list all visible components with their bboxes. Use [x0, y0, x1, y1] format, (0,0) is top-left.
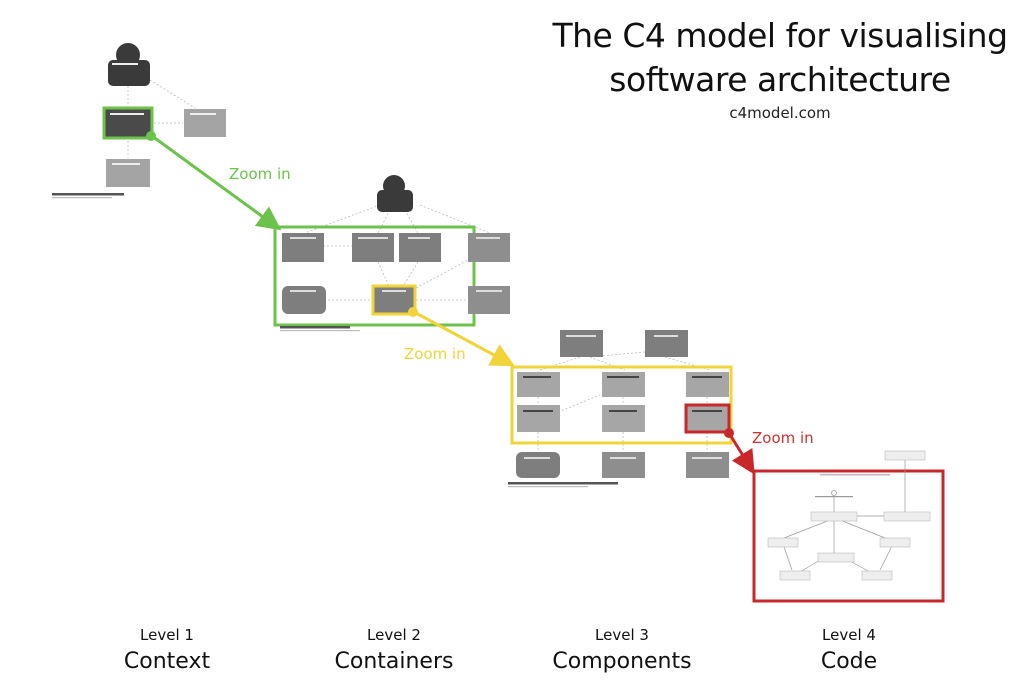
code-diagram-caption [820, 474, 890, 476]
context-caption-detail [52, 197, 112, 199]
code-diagram [752, 450, 945, 603]
title-line-2: software architecture [609, 60, 951, 99]
class-mainframe-banking-system-facade-impl [810, 511, 858, 522]
zoom-label-green: Zoom in [229, 165, 291, 183]
zoom-label-red: Zoom in [752, 429, 814, 447]
level-number: Level 2 [367, 626, 421, 644]
components-caption [508, 482, 618, 485]
node-mainframe-banking-system-facade[interactable] [684, 403, 731, 434]
level-1-label: Level 1 Context [67, 624, 267, 678]
level-3-label: Level 3 Components [522, 624, 722, 678]
node-database [516, 452, 560, 478]
level-2-label: Level 2 Containers [294, 624, 494, 678]
zoom-arrow-yellow [408, 307, 515, 367]
node-reset-password-controller [602, 372, 645, 397]
zoom-arrow-red [724, 428, 755, 475]
class-abstract-request [779, 570, 811, 581]
class-abstract-mainframe-facade [884, 450, 926, 461]
node-personal-banking-customer [108, 60, 150, 86]
title-line-1: The C4 model for visualising [552, 16, 1008, 55]
node-email-component [602, 405, 645, 432]
components-caption-detail [508, 486, 588, 488]
level-name: Containers [334, 649, 454, 674]
code-diagram-frame[interactable] [752, 469, 945, 603]
node-api-application[interactable] [371, 284, 417, 316]
zoom-arrow-green [146, 131, 282, 231]
containers-diagram [273, 175, 510, 332]
node-email-system [602, 452, 645, 478]
page-title: The C4 model for visualising software ar… [550, 14, 1010, 102]
context-caption [52, 193, 124, 196]
zoom-origin-dot-yellow [408, 307, 418, 317]
class-banking-system-connection-detail [817, 552, 855, 563]
level-number: Level 4 [822, 626, 876, 644]
internet-banking-system-boundary[interactable] [273, 225, 476, 327]
node-security-component [517, 405, 560, 432]
context-diagram [52, 43, 226, 199]
node-internet-banking-system[interactable] [102, 106, 154, 140]
level-number: Level 3 [595, 626, 649, 644]
class-banking-system-connection [883, 511, 931, 522]
node-personal-banking-customer [377, 190, 413, 212]
level-number: Level 1 [140, 626, 194, 644]
components-diagram [508, 330, 733, 488]
interface-lollipop-icon [831, 490, 837, 496]
node-mobile-app [645, 330, 688, 357]
node-accounts-summary-controller [686, 372, 729, 397]
node-single-page-application [560, 330, 603, 357]
level-4-label: Level 4 Code [749, 624, 949, 678]
node-sign-in-controller [517, 372, 560, 397]
api-application-boundary[interactable] [510, 365, 733, 445]
class-get-balance-request [767, 537, 799, 548]
zoom-origin-dot-red [724, 428, 734, 438]
zoom-origin-dot-green [146, 131, 156, 141]
containers-caption-detail [280, 330, 360, 332]
level-name: Code [820, 649, 878, 674]
level-name: Context [123, 649, 211, 674]
zoom-label-yellow: Zoom in [404, 345, 466, 363]
interface-label [815, 496, 853, 498]
node-mainframe-banking-system [686, 452, 729, 478]
node-database [282, 286, 326, 314]
class-abstract-response [861, 570, 893, 581]
containers-caption [280, 326, 350, 329]
level-name: Components [552, 649, 692, 674]
class-get-balance-response [879, 537, 911, 548]
site-url: c4model.com [729, 104, 831, 122]
